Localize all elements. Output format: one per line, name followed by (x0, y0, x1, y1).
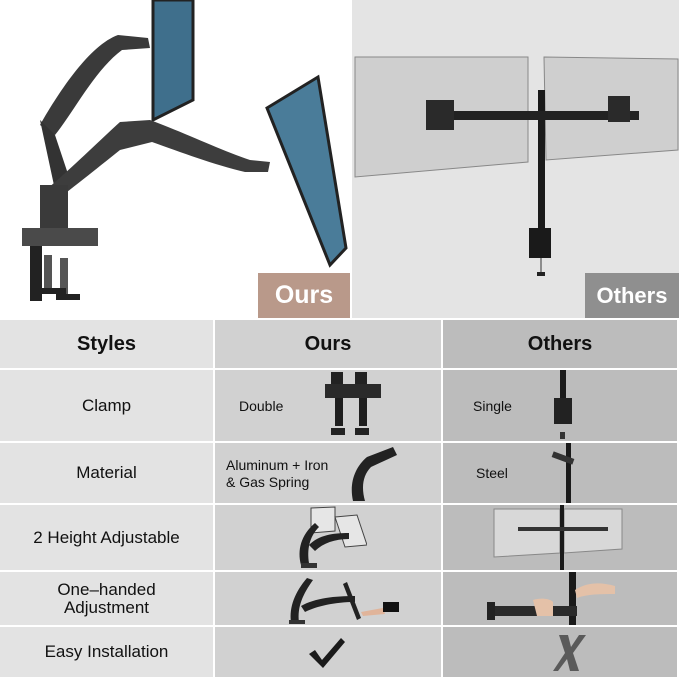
row-height-label: 2 Height Adjustable (0, 505, 213, 570)
double-clamp-icon (325, 372, 381, 435)
row-clamp-others: Single (443, 370, 677, 441)
material-others-value: Steel (476, 465, 508, 481)
onehanded-label-line2: Adjustment (63, 597, 150, 617)
others-tag: Others (585, 273, 679, 318)
comparison-table: Styles Ours Others Clamp Double Single M… (0, 318, 679, 679)
row-material-others: Steel (443, 443, 677, 503)
one-hand-adjust-arm-icon (289, 578, 399, 624)
clamp-ours-value: Double (239, 398, 284, 414)
single-clamp-icon (554, 370, 572, 439)
x-mark-icon (553, 635, 586, 671)
row-onehanded-label: One–handed Adjustment (0, 572, 213, 625)
clamp-others-value: Single (473, 398, 512, 414)
material-ours-line1: Aluminum + Iron (226, 457, 329, 473)
dual-monitor-arm-illustration (22, 0, 348, 301)
row-height-others (443, 505, 677, 570)
two-hand-adjust-icon (487, 572, 615, 625)
gas-spring-arm-icon (351, 447, 397, 501)
row-clamp-label: Clamp (0, 370, 213, 441)
ours-tag: Ours (258, 273, 350, 318)
row-install-others (443, 627, 677, 677)
fixed-pole-mount-icon (493, 505, 623, 570)
onehanded-label-line1: One–handed (57, 579, 156, 599)
hero-comparison: Ours Others (0, 0, 679, 318)
steel-pole-icon (551, 443, 575, 503)
header-ours: Ours (215, 320, 441, 368)
row-height-ours (215, 505, 441, 570)
row-install-label: Easy Installation (0, 627, 213, 677)
material-ours-line2: & Gas Spring (226, 474, 310, 490)
row-install-ours (215, 627, 441, 677)
row-clamp-ours: Double (215, 370, 441, 441)
height-adjustable-arm-icon (299, 506, 367, 568)
pole-mount-illustration (354, 56, 679, 276)
header-others: Others (443, 320, 677, 368)
row-onehanded-others (443, 572, 677, 625)
checkmark-icon (309, 638, 345, 668)
ours-product-image (0, 0, 352, 318)
row-material-label: Material (0, 443, 213, 503)
header-styles: Styles (0, 320, 213, 368)
row-material-ours: Aluminum + Iron & Gas Spring (215, 443, 441, 503)
row-onehanded-ours (215, 572, 441, 625)
others-product-image (352, 0, 679, 318)
